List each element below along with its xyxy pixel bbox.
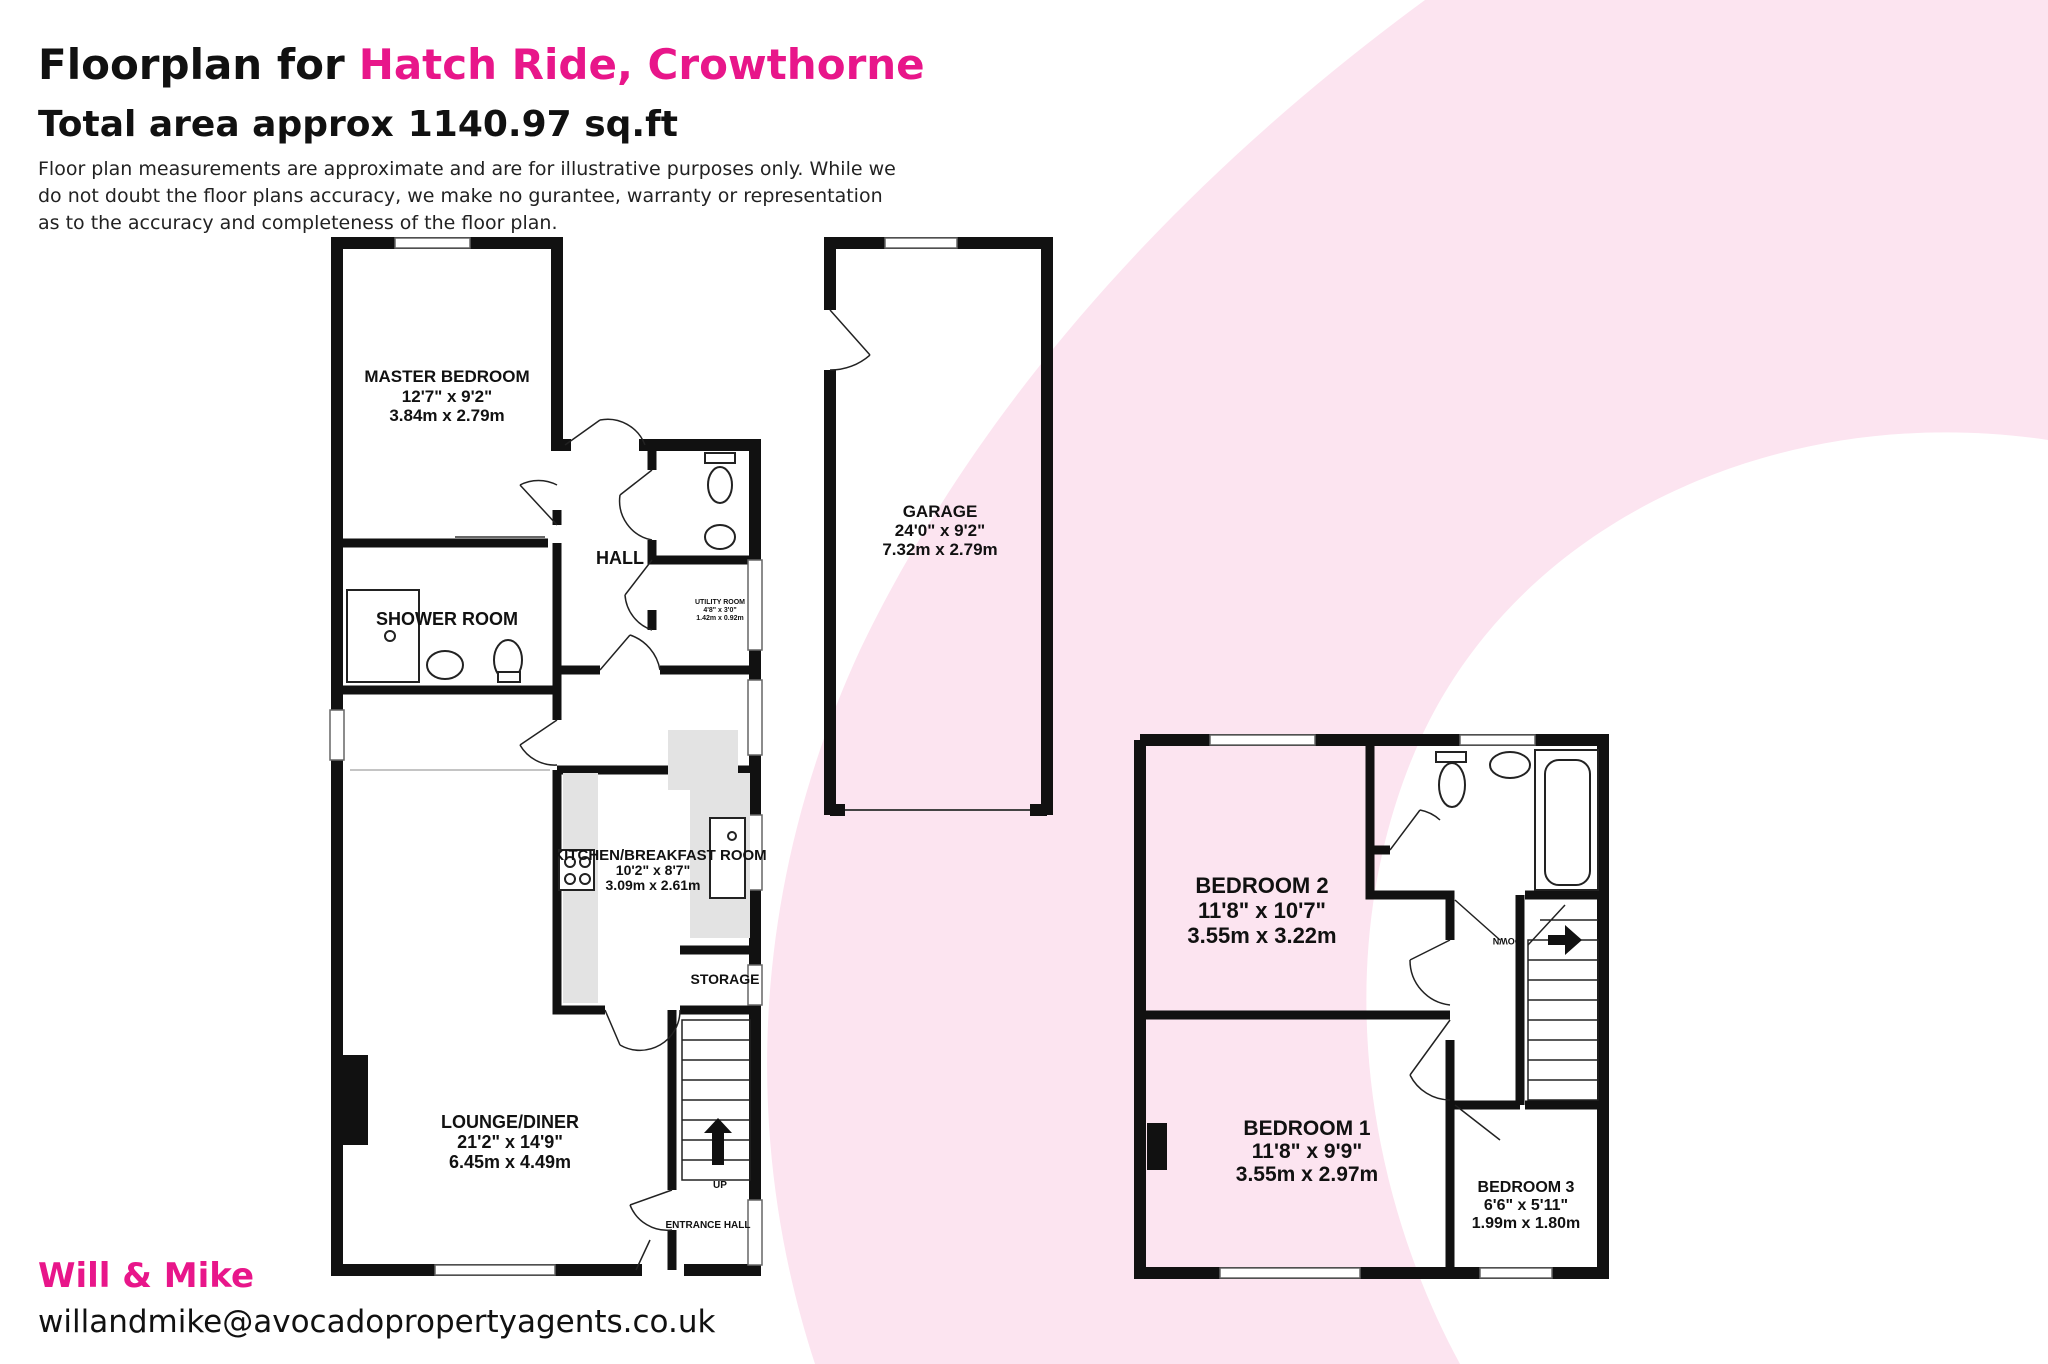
storage-name: STORAGE bbox=[691, 971, 760, 987]
bedroom-2-name: BEDROOM 2 bbox=[1195, 873, 1328, 898]
entrance-hall-name: ENTRANCE HALL bbox=[666, 1220, 751, 1231]
master-bedroom-metric: 3.84m x 2.79m bbox=[389, 406, 504, 425]
hall-name: HALL bbox=[596, 548, 644, 568]
stairs-down-label: DOWN bbox=[1493, 936, 1522, 946]
utility-room-imperial: 4'8" x 3'0" bbox=[703, 607, 736, 614]
stairs-up-label: UP bbox=[713, 1180, 727, 1191]
total-area: Total area approx 1140.97 sq.ft bbox=[38, 104, 678, 145]
master-bedroom-imperial: 12'7" x 9'2" bbox=[402, 387, 492, 406]
lounge-metric: 6.45m x 4.49m bbox=[449, 1152, 571, 1172]
utility-room-metric: 1.42m x 0.92m bbox=[696, 615, 743, 622]
agent-email: willandmike@avocadopropertyagents.co.uk bbox=[38, 1304, 716, 1340]
kitchen-name: KITCHEN/BREAKFAST ROOM bbox=[553, 847, 766, 864]
ground-floor bbox=[329, 237, 763, 1276]
garage-name: GARAGE bbox=[903, 502, 978, 521]
area-value: 1140.97 sq.ft bbox=[407, 104, 678, 145]
kitchen-imperial: 10'2" x 8'7" bbox=[616, 862, 690, 878]
master-bedroom-name: MASTER BEDROOM bbox=[364, 367, 529, 386]
agent-name: Will & Mike bbox=[38, 1256, 255, 1296]
kitchen-metric: 3.09m x 2.61m bbox=[606, 877, 701, 893]
area-label: Total area approx bbox=[38, 104, 394, 145]
page-title: Floorplan for Hatch Ride, Crowthorne bbox=[38, 40, 925, 89]
disclaimer-text: Floor plan measurements are approximate … bbox=[38, 158, 896, 234]
garage-imperial: 24'0" x 9'2" bbox=[895, 521, 985, 540]
lounge-imperial: 21'2" x 14'9" bbox=[457, 1132, 563, 1152]
bedroom-2-metric: 3.55m x 3.22m bbox=[1187, 923, 1336, 948]
first-floor bbox=[1134, 734, 1609, 1279]
title-prefix: Floorplan for bbox=[38, 40, 345, 89]
bedroom-1-imperial: 11'8" x 9'9" bbox=[1252, 1140, 1363, 1163]
bedroom-3-metric: 1.99m x 1.80m bbox=[1472, 1215, 1581, 1232]
lounge-name: LOUNGE/DINER bbox=[441, 1112, 579, 1132]
garage-plan bbox=[824, 237, 1053, 816]
bedroom-2-imperial: 11'8" x 10'7" bbox=[1198, 898, 1326, 923]
bedroom-1-metric: 3.55m x 2.97m bbox=[1236, 1163, 1378, 1186]
garage-metric: 7.32m x 2.79m bbox=[882, 540, 997, 559]
shower-room-name: SHOWER ROOM bbox=[376, 609, 518, 629]
property-address: Hatch Ride, Crowthorne bbox=[358, 40, 925, 89]
bedroom-1-name: BEDROOM 1 bbox=[1243, 1117, 1371, 1140]
utility-room-name: UTILITY ROOM bbox=[695, 599, 745, 606]
bedroom-3-name: BEDROOM 3 bbox=[1478, 1179, 1575, 1196]
bedroom-3-imperial: 6'6" x 5'11" bbox=[1484, 1197, 1568, 1214]
